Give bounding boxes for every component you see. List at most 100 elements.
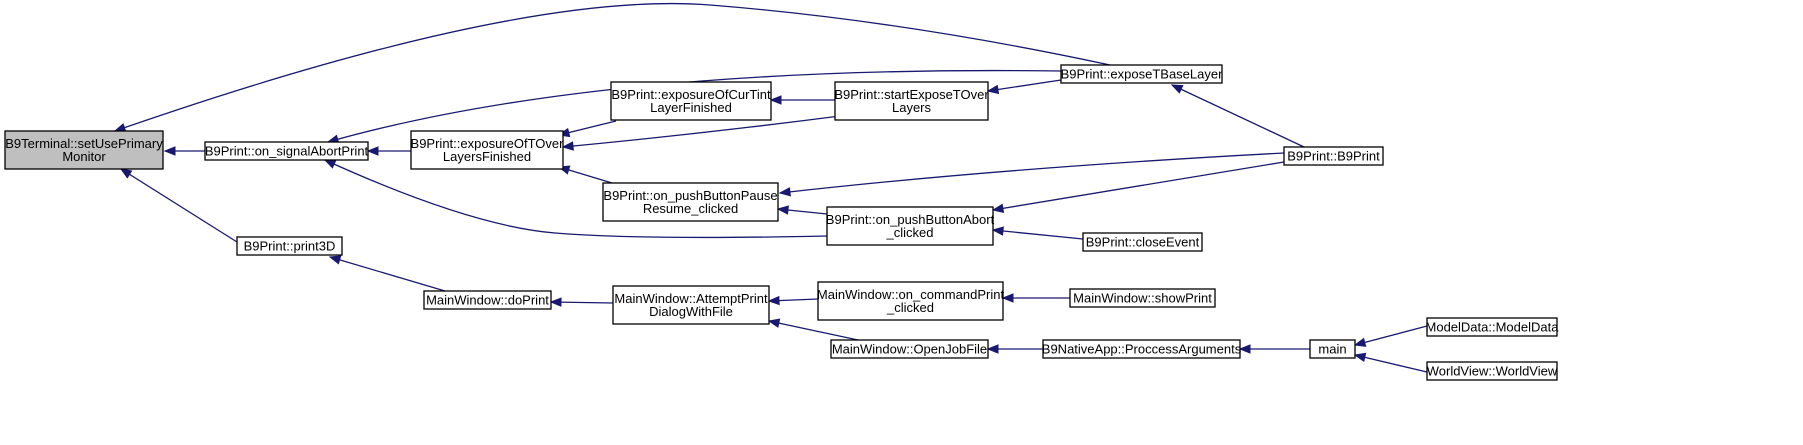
node-label: MainWindow::doPrint: [426, 293, 549, 308]
arrowhead-icon: [1238, 344, 1251, 354]
edge-n10-to-n5: [991, 226, 1084, 240]
edge-line: [992, 161, 1285, 211]
node-label: B9Print::closeEvent: [1086, 235, 1200, 250]
graph-node[interactable]: MainWindow::OpenJobFile: [830, 339, 989, 359]
graph-node[interactable]: MainWindow::on_commandPrint_clicked: [817, 281, 1005, 321]
graph-node[interactable]: main: [1309, 339, 1356, 359]
arrowhead-icon: [767, 318, 781, 328]
graph-node[interactable]: ModelData::ModelData: [1426, 317, 1560, 337]
graph-node[interactable]: B9Print::print3D: [236, 236, 343, 256]
graph-node[interactable]: B9Print::B9Print: [1283, 146, 1384, 166]
graph-node[interactable]: B9Print::on_signalAbortPrint: [204, 141, 369, 161]
node-box: [1283, 146, 1384, 166]
node-label: _clicked: [886, 300, 934, 315]
arrowhead-icon: [991, 226, 1004, 236]
graph-node[interactable]: MainWindow::showPrint: [1069, 288, 1216, 308]
edge-n7-to-n3: [557, 165, 613, 184]
edge-n1-to-n0: [163, 146, 205, 156]
arrowhead-icon: [778, 187, 791, 197]
edge-n13-to-n12: [767, 295, 819, 306]
edge-line: [1354, 354, 1428, 373]
arrowhead-icon: [767, 295, 780, 306]
arrowhead-icon: [323, 159, 337, 169]
node-label: _clicked: [886, 225, 934, 240]
edge-n9-to-n4: [1170, 84, 1305, 148]
arrowhead-icon: [328, 255, 342, 265]
node-label: Resume_clicked: [643, 201, 738, 216]
arrowhead-icon: [561, 141, 574, 151]
node-box: [612, 285, 770, 325]
arrowhead-icon: [549, 297, 562, 307]
node-label: DialogWithFile: [649, 304, 733, 319]
node-label: B9Print::exposureOfTOver: [411, 136, 565, 151]
edge-n2-to-n0: [119, 168, 238, 243]
edge-line: [329, 256, 446, 292]
edge-line: [324, 159, 828, 239]
edge-n17-to-n16: [1238, 344, 1310, 354]
node-label: B9Print::print3D: [244, 239, 336, 254]
arrowhead-icon: [119, 168, 133, 179]
node-box: [1082, 232, 1203, 252]
node-box: [236, 236, 343, 256]
edge-n18-to-n17: [1353, 325, 1428, 347]
edge-line: [1354, 325, 1428, 346]
arrowhead-icon: [1353, 352, 1367, 363]
edge-line: [1171, 84, 1305, 148]
edge-n19-to-n17: [1353, 352, 1428, 373]
node-label: MainWindow::showPrint: [1073, 291, 1212, 306]
graph-node[interactable]: B9Print::on_pushButtonPauseResume_clicke…: [602, 182, 779, 222]
node-box: [1069, 288, 1216, 308]
edge-n5-to-n7: [776, 205, 828, 215]
node-box: [602, 182, 779, 222]
edge-n16-to-n14: [986, 344, 1043, 354]
graph-node[interactable]: WorldView::WorldView: [1426, 361, 1558, 381]
node-label: Monitor: [62, 149, 106, 164]
node-label: Layers: [892, 100, 932, 115]
node-box: [204, 141, 369, 161]
node-box: [826, 206, 994, 246]
node-label: B9Print::on_signalAbortPrint: [205, 144, 369, 159]
edge-n9-to-n7: [778, 152, 1285, 197]
node-box: [1042, 339, 1241, 359]
graph-node[interactable]: B9Print::on_pushButtonAbort_clicked: [826, 206, 995, 246]
arrowhead-icon: [769, 95, 782, 105]
node-box: [4, 130, 164, 170]
node-label: B9Print::startExposeTOver: [834, 87, 989, 102]
arrowhead-icon: [366, 146, 379, 156]
arrowhead-icon: [986, 84, 1000, 95]
node-label: B9Print::exposeTBaseLayer: [1061, 67, 1224, 82]
edge-line: [987, 79, 1062, 92]
node-label: LayerFinished: [650, 100, 732, 115]
node-label: B9Print::exposureOfCurTint: [611, 87, 771, 102]
node-label: MainWindow::AttemptPrint: [614, 291, 768, 306]
edge-line: [779, 152, 1285, 194]
edge-n11-to-n2: [328, 255, 446, 292]
node-box: [610, 81, 772, 121]
node-label: main: [1318, 342, 1346, 357]
graph-node[interactable]: MainWindow::doPrint: [423, 290, 552, 310]
graph-node[interactable]: B9Print::closeEvent: [1082, 232, 1203, 252]
arrowhead-icon: [986, 344, 999, 354]
arrowhead-icon: [776, 205, 789, 215]
arrowhead-icon: [1353, 337, 1367, 347]
node-label: MainWindow::on_commandPrint: [817, 287, 1005, 302]
edge-n9-to-n5: [991, 161, 1285, 213]
node-label: LayersFinished: [443, 149, 531, 164]
node-box: [817, 281, 1004, 321]
edge-n15-to-n13: [1001, 293, 1070, 303]
node-label: B9Print::on_pushButtonPause: [603, 188, 777, 203]
edge-line: [992, 229, 1084, 240]
node-box: [834, 81, 989, 121]
edge-n14-to-n12: [767, 318, 859, 341]
node-label: B9Print::on_pushButtonAbort: [826, 212, 995, 227]
graph-node[interactable]: B9NativeApp::ProccessArguments: [1042, 339, 1242, 359]
node-box: [1060, 64, 1223, 84]
graph-node[interactable]: B9Print::exposeTBaseLayer: [1060, 64, 1224, 84]
